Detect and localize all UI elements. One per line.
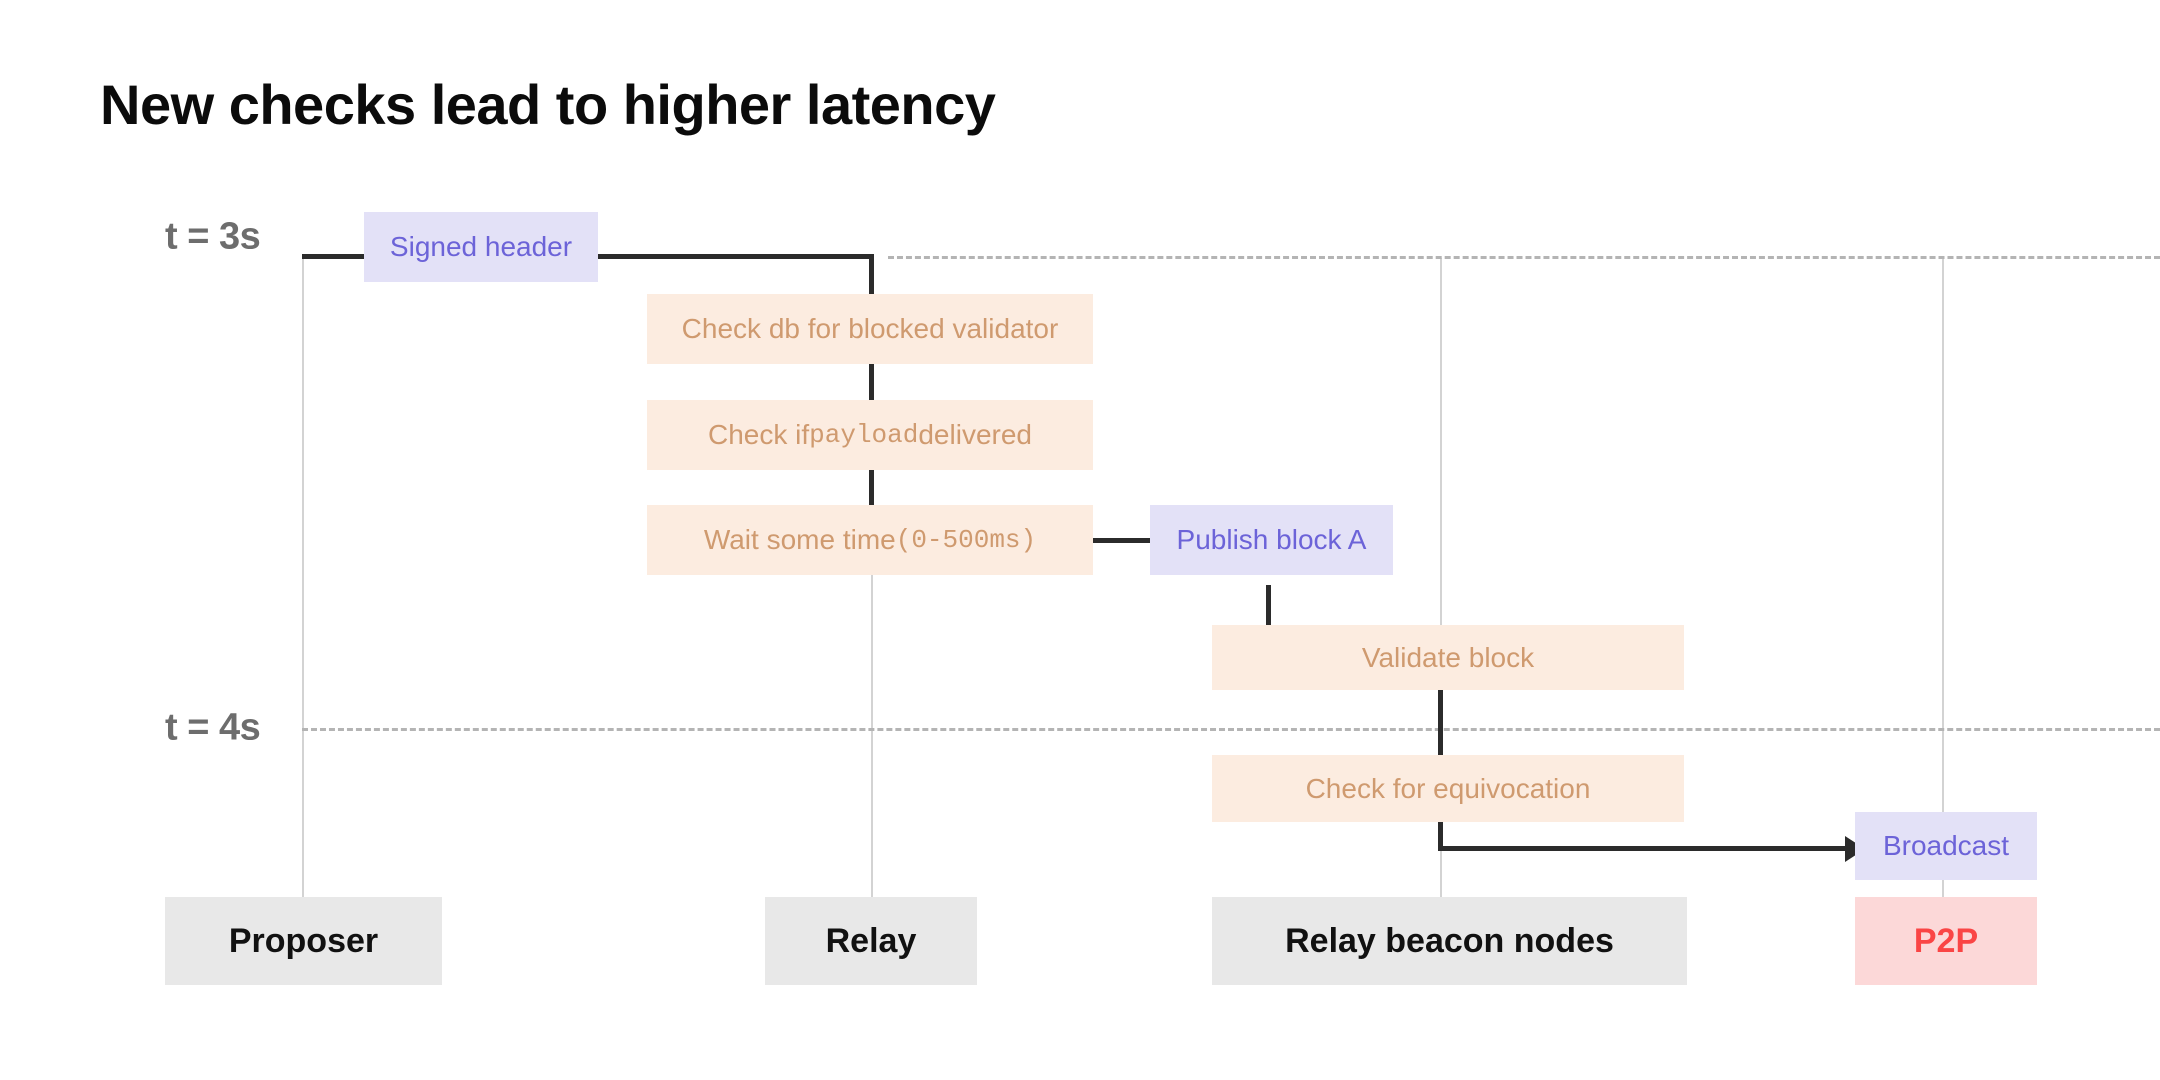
node-check-payload-delivered-pre: Check if	[707, 419, 810, 450]
node-check-payload-delivered-post: delivered	[918, 419, 1032, 450]
actor-relay[interactable]: Relay	[765, 897, 977, 985]
node-wait-some-time-mono: (0-500ms)	[895, 525, 1037, 555]
connector-validate-to-equivocation	[1438, 690, 1443, 755]
actor-relay-beacon-nodes[interactable]: Relay beacon nodes	[1212, 897, 1687, 985]
connector-publish-to-validate	[1266, 585, 1271, 625]
actor-p2p-label: P2P	[1913, 921, 1979, 960]
connector-relay-down-2	[869, 364, 874, 404]
time-label-t4s: t = 4s	[165, 706, 261, 749]
node-validate-block[interactable]: Validate block	[1212, 625, 1684, 690]
connector-relay-down-1	[869, 254, 874, 294]
node-check-payload-delivered[interactable]: Check if payload delivered	[647, 400, 1093, 470]
node-publish-block-a-label: Publish block A	[1176, 524, 1367, 555]
page-title: New checks lead to higher latency	[100, 73, 996, 136]
connector-wait-to-publish	[1093, 538, 1150, 543]
gridline-t4s	[302, 728, 2160, 731]
node-validate-block-label: Validate block	[1361, 641, 1535, 673]
node-check-payload-delivered-mono: payload	[809, 420, 919, 450]
node-check-db-blocked-validator[interactable]: Check db for blocked validator	[647, 294, 1093, 364]
connector-relay-down-3	[869, 470, 874, 510]
actor-proposer[interactable]: Proposer	[165, 897, 442, 985]
node-wait-some-time-pre: Wait some time	[703, 524, 896, 555]
node-check-db-blocked-validator-label: Check db for blocked validator	[681, 313, 1059, 344]
node-publish-block-a[interactable]: Publish block A	[1150, 505, 1393, 575]
time-label-t3s: t = 3s	[165, 215, 261, 258]
lifeline-p2p	[1942, 258, 1944, 898]
node-signed-header[interactable]: Signed header	[364, 212, 598, 282]
connector-equivocation-to-broadcast	[1438, 846, 1853, 851]
gridline-t3s	[888, 256, 2160, 259]
lifeline-relay	[871, 258, 873, 898]
actor-relay-label: Relay	[825, 921, 917, 960]
lifeline-proposer	[302, 258, 304, 898]
node-broadcast[interactable]: Broadcast	[1855, 812, 2037, 880]
node-check-for-equivocation-label: Check for equivocation	[1305, 772, 1591, 804]
node-signed-header-label: Signed header	[389, 231, 573, 262]
actor-proposer-label: Proposer	[228, 921, 379, 960]
connector-equivocation-down	[1438, 822, 1443, 849]
connector-signed-header-to-relay	[598, 254, 874, 259]
actor-relay-beacon-nodes-label: Relay beacon nodes	[1285, 921, 1614, 960]
lifeline-relay-beacon	[1440, 258, 1442, 898]
node-check-for-equivocation[interactable]: Check for equivocation	[1212, 755, 1684, 822]
node-broadcast-label: Broadcast	[1882, 830, 2010, 861]
node-wait-some-time[interactable]: Wait some time (0-500ms)	[647, 505, 1093, 575]
actor-p2p[interactable]: P2P	[1855, 897, 2037, 985]
connector-proposer-to-signed-header	[302, 254, 364, 259]
